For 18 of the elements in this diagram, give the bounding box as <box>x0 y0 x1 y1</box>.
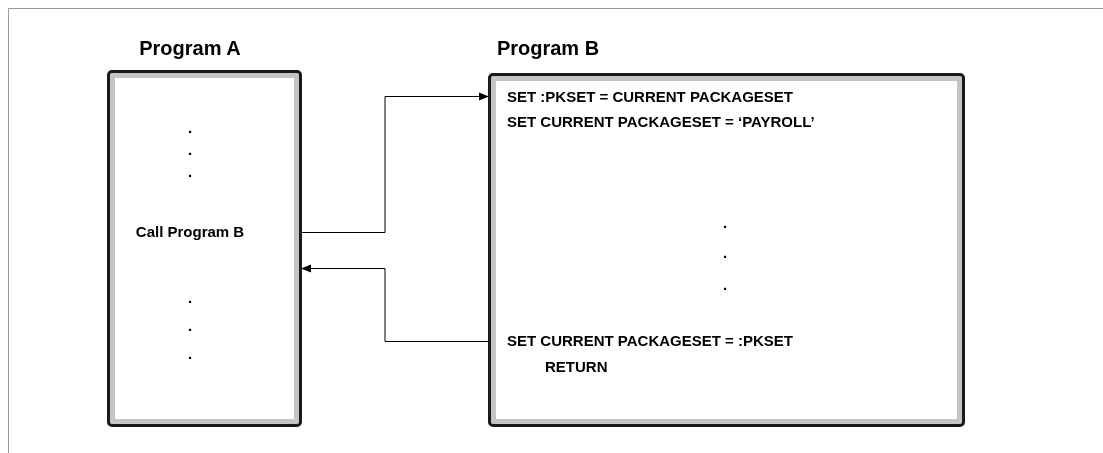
code-line: SET :PKSET = CURRENT PACKAGESET <box>507 88 793 106</box>
ellipsis-dot: . <box>187 317 193 335</box>
ellipsis-dot: . <box>722 244 728 262</box>
ellipsis-dot: . <box>187 163 193 181</box>
arrow <box>301 264 489 342</box>
ellipsis-dot: . <box>187 289 193 307</box>
ellipsis-dot: . <box>722 214 728 232</box>
code-line: Call Program B <box>135 223 245 241</box>
program-title: Program B <box>496 36 600 60</box>
code-line: SET CURRENT PACKAGESET = :PKSET <box>507 332 793 350</box>
ellipsis-dot: . <box>187 141 193 159</box>
program-title: Program A <box>139 36 241 60</box>
code-line: RETURN <box>545 358 608 376</box>
ellipsis-dot: . <box>187 345 193 363</box>
arrow <box>301 92 489 233</box>
ellipsis-dot: . <box>187 119 193 137</box>
code-line: SET CURRENT PACKAGESET = ‘PAYROLL’ <box>507 113 815 131</box>
ellipsis-dot: . <box>722 276 728 294</box>
